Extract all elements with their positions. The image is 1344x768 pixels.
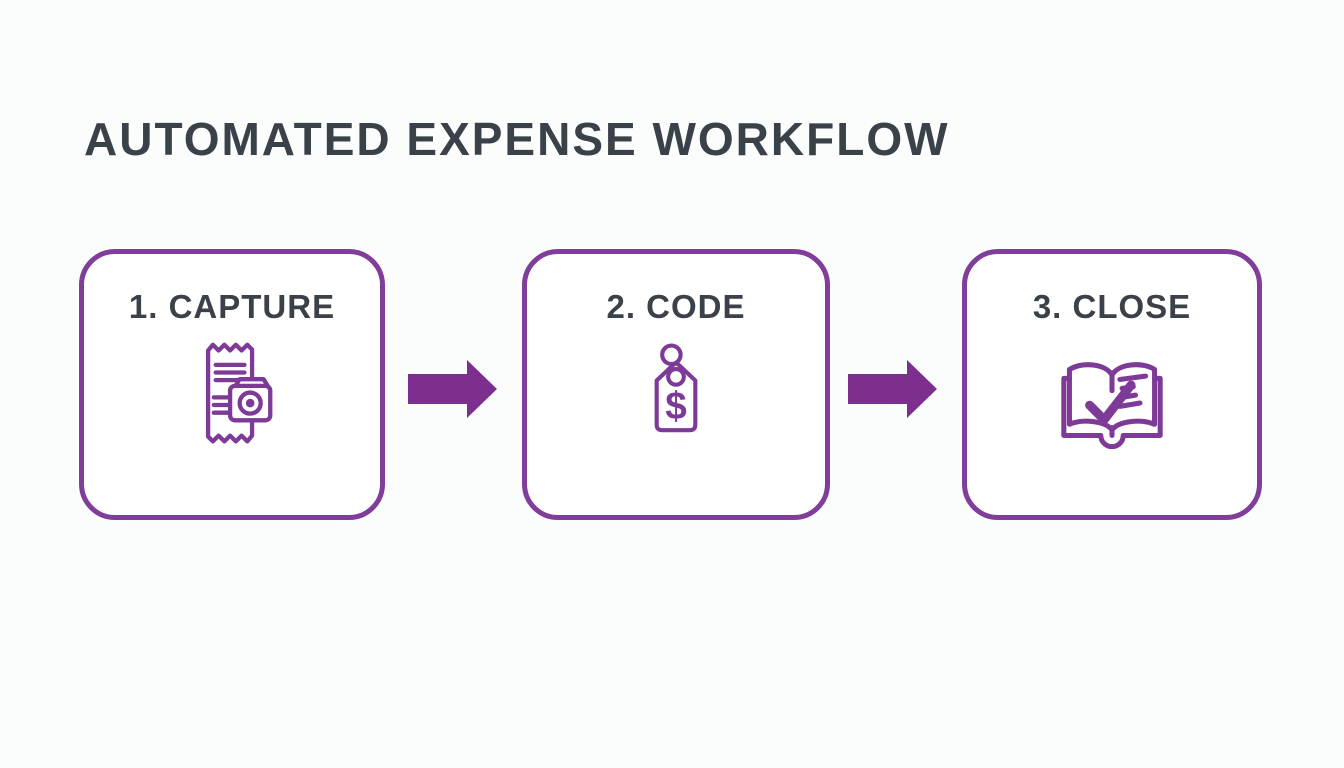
open-book-check-icon xyxy=(1056,348,1168,449)
page-title: AUTOMATED EXPENSE WORKFLOW xyxy=(84,113,950,165)
receipt-camera-icon xyxy=(184,340,280,449)
step-box-code: 2. CODE $ xyxy=(522,249,830,520)
step-label-capture: 1. CAPTURE xyxy=(128,288,336,325)
step-label-close: 3. CLOSE xyxy=(1032,288,1192,325)
step-box-capture: 1. CAPTURE xyxy=(79,249,385,520)
dollar-sign-glyph: $ xyxy=(665,385,686,428)
step-box-close: 3. CLOSE xyxy=(962,249,1262,520)
arrow-right-icon xyxy=(848,360,938,418)
price-tag-dollar-icon: $ xyxy=(630,340,722,445)
step-label-code: 2. CODE xyxy=(606,288,746,325)
arrow-right-icon xyxy=(408,360,498,418)
